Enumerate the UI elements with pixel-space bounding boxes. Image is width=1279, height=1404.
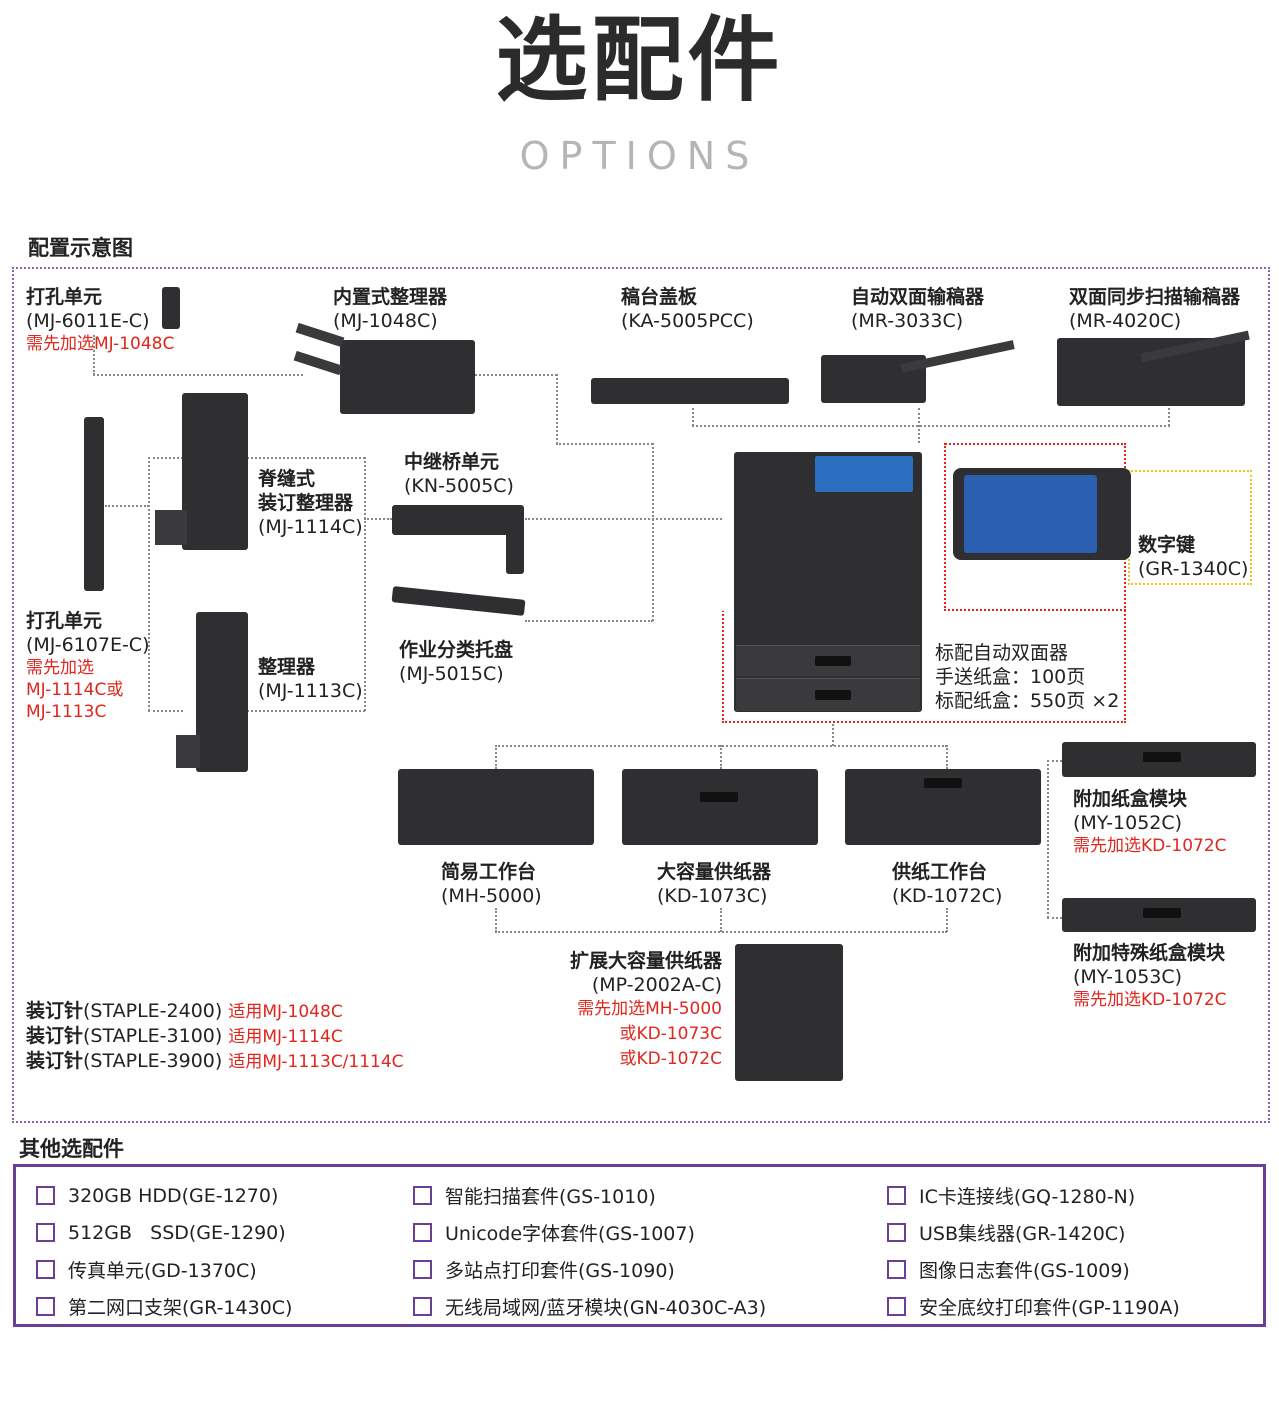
lcf-label: 大容量供纸器 (KD-1073C) [657,861,772,907]
option-item[interactable]: 512GB SSD(GE-1290) [36,1214,292,1251]
ext-lcf-image [735,944,843,1081]
finisher-image [196,612,248,772]
saddle-finisher-image [182,393,248,550]
finisher-label: 整理器 (MJ-1113C) [258,656,363,702]
connector [556,443,653,445]
connector [148,457,183,459]
connector [105,505,149,507]
options-column-3: IC卡连接线(GQ-1280-N) USB集线器(GR-1420C) 图像日志套… [887,1177,1180,1325]
punch-unit-2-image [84,417,104,591]
punch-6107-label: 打孔单元 (MJ-6107E-C) 需先加选 MJ-1114C或 MJ-1113… [26,610,150,722]
option-item[interactable]: 传真单元(GD-1370C) [36,1251,292,1288]
dsdf-image [1057,338,1245,406]
connector [93,374,303,376]
staple-row: 装订针(STAPLE-2400) 适用MJ-1048C [26,1000,343,1022]
checkbox[interactable] [36,1260,55,1279]
checkbox[interactable] [413,1297,432,1316]
connector [720,908,722,932]
diagram-section-title: 配置示意图 [28,236,133,260]
stand-image [398,769,594,845]
option-item[interactable]: 第二网口支架(GR-1430C) [36,1288,292,1325]
connector [1047,760,1062,762]
connector [247,710,365,712]
option-item[interactable]: 图像日志套件(GS-1009) [887,1251,1180,1288]
connector [918,408,920,443]
checkbox[interactable] [413,1260,432,1279]
pedestal-label: 供纸工作台 (KD-1072C) [892,861,1003,907]
option-item[interactable]: Unicode字体套件(GS-1007) [413,1214,766,1251]
connector [556,374,558,444]
job-tray-label: 作业分类托盘 (MJ-5015C) [399,639,514,685]
connector [495,931,947,933]
platen-cover-image [591,378,789,404]
option-item[interactable]: 320GB HDD(GE-1270) [36,1177,292,1214]
connector [1168,408,1170,426]
checkbox[interactable] [887,1186,906,1205]
connector [720,745,722,769]
bridge-image [392,505,524,535]
page-title: 选配件 [495,7,784,114]
staple-row: 装订针(STAPLE-3900) 适用MJ-1113C/1114C [26,1050,404,1072]
inner-finisher-image [340,340,475,414]
connector [692,425,1170,427]
option-item[interactable]: 智能扫描套件(GS-1010) [413,1177,766,1214]
connector [1047,760,1049,918]
punch-unit-image [162,287,180,329]
staples-list: 装订针(STAPLE-2400) 适用MJ-1048C 装订针(STAPLE-3… [26,999,404,1074]
connector [832,724,834,746]
saddle-finisher-label: 脊缝式 装订整理器 (MJ-1114C) [258,468,363,538]
connector [475,374,557,376]
checkbox[interactable] [413,1223,432,1242]
checkbox[interactable] [36,1186,55,1205]
checkbox[interactable] [887,1297,906,1316]
connector [652,443,654,621]
stand-label: 简易工作台 (MH-5000) [441,861,542,907]
options-column-2: 智能扫描套件(GS-1010) Unicode字体套件(GS-1007) 多站点… [413,1177,766,1325]
checkbox[interactable] [413,1186,432,1205]
connector [495,745,497,769]
option-item[interactable]: 多站点打印套件(GS-1090) [413,1251,766,1288]
radf-label: 自动双面输稿器 (MR-3033C) [851,286,985,332]
connector [525,518,722,520]
other-options-box: 320GB HDD(GE-1270) 512GB SSD(GE-1290) 传真… [13,1164,1266,1327]
drawer-label: 附加纸盒模块 (MY-1052C) 需先加选KD-1072C [1073,788,1227,856]
page-subtitle: OPTIONS [519,134,760,178]
lcf-image [622,769,818,845]
connector [247,457,365,459]
option-item[interactable]: 安全底纹打印套件(GP-1190A) [887,1288,1180,1325]
checkbox[interactable] [36,1297,55,1316]
panel-screen [964,475,1097,553]
connector [148,457,150,711]
connector [1047,917,1062,919]
dsdf-label: 双面同步扫描输稿器 (MR-4020C) [1069,286,1241,332]
connector [692,408,694,426]
special-drawer-label: 附加特殊纸盒模块 (MY-1053C) 需先加选KD-1072C [1073,942,1227,1010]
staple-row: 装订针(STAPLE-3100) 适用MJ-1114C [26,1025,343,1047]
keypad-label: 数字键 (GR-1340C) [1138,534,1249,580]
inner-finisher-label: 内置式整理器 (MJ-1048C) [333,286,448,332]
connector [364,457,366,711]
diagram-frame [12,267,1270,1123]
connector [495,908,497,932]
bridge-label: 中继桥单元 (KN-5005C) [404,451,514,497]
connector [946,908,948,932]
punch-6011-label: 打孔单元 (MJ-6011E-C) 需先加选MJ-1048C [26,286,175,354]
ext-lcf-label: 扩展大容量供纸器 (MP-2002A-C) 需先加选MH-5000 或KD-10… [569,950,722,1069]
checkbox[interactable] [887,1223,906,1242]
option-item[interactable]: IC卡连接线(GQ-1280-N) [887,1177,1180,1214]
connector [93,335,95,375]
connector [148,710,183,712]
mfp-touch-screen [815,456,913,492]
other-section-title: 其他选配件 [19,1137,124,1161]
options-column-1: 320GB HDD(GE-1270) 512GB SSD(GE-1290) 传真… [36,1177,292,1325]
option-item[interactable]: 无线局域网/蓝牙模块(GN-4030C-A3) [413,1288,766,1325]
standard-config-label: 标配自动双面器 手送纸盒：100页 标配纸盒：550页 ×2 [935,642,1120,712]
checkbox[interactable] [887,1260,906,1279]
checkbox[interactable] [36,1223,55,1242]
platen-cover-label: 稿台盖板 (KA-5005PCC) [621,286,754,332]
connector [525,620,653,622]
connector [946,745,948,769]
connector [364,518,392,520]
option-item[interactable]: USB集线器(GR-1420C) [887,1214,1180,1251]
